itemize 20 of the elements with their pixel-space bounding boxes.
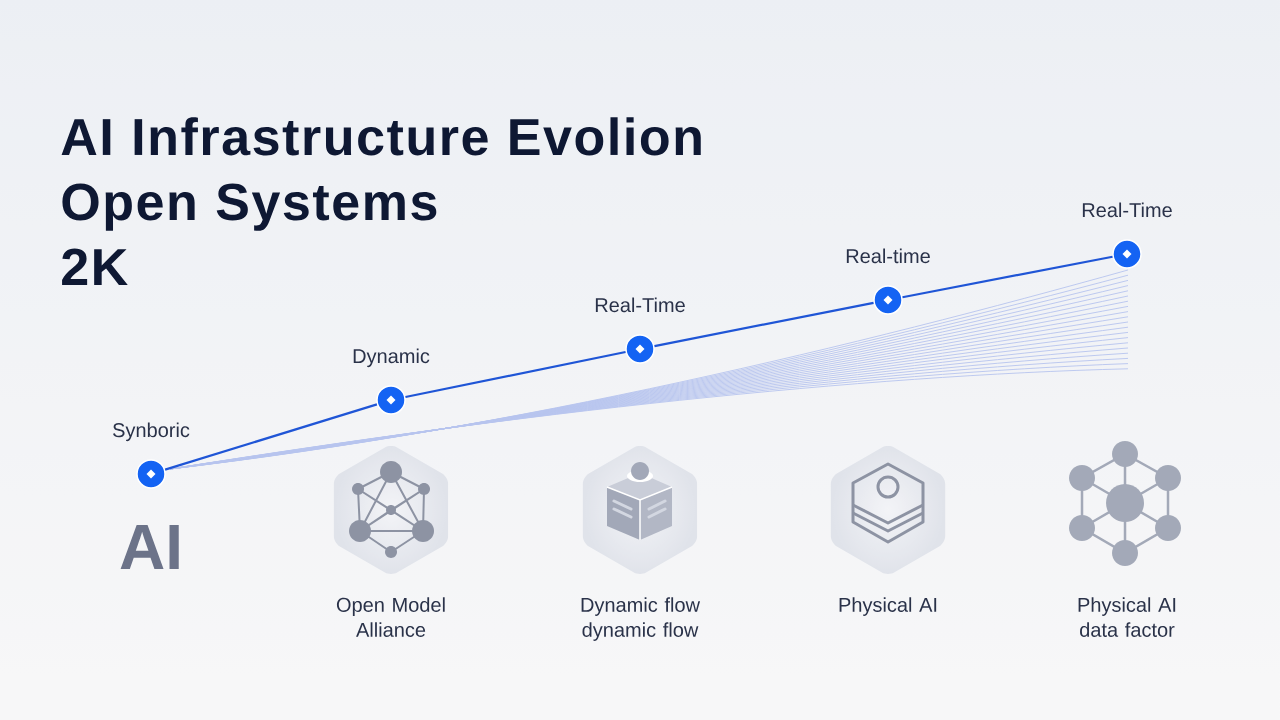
timeline-marker	[625, 334, 655, 364]
large-lettering: AI	[120, 524, 179, 569]
timeline-marker	[136, 459, 166, 489]
title: AI Infrastructure Evolion Open Systems 2K	[61, 117, 701, 285]
timeline-marker	[1112, 239, 1142, 269]
caption: Open Model Alliance	[336, 597, 445, 637]
caption: Physical AI data factor	[1078, 597, 1176, 637]
stage-label: Dynamic	[353, 348, 430, 368]
timeline-line	[164, 403, 378, 471]
stage-label: Real-time	[846, 248, 930, 264]
caption: Dynamic flow dynamic flow	[581, 597, 701, 641]
timeline-line	[405, 350, 626, 399]
timeline-marker	[376, 385, 406, 415]
stage-label: Real-Time	[1082, 202, 1172, 218]
stage-label: Real-Time	[595, 297, 685, 313]
stage-label: Synboric	[113, 422, 190, 442]
caption: Physical AI	[839, 597, 937, 616]
timeline-line	[902, 255, 1113, 299]
timeline-marker	[873, 285, 903, 315]
timeline-line	[654, 301, 874, 348]
